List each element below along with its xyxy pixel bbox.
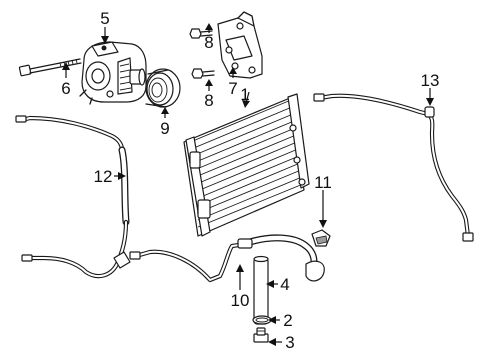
- part-1-condenser: [183, 93, 310, 237]
- callout-5: 5: [100, 9, 109, 28]
- callout-13: 13: [421, 71, 440, 90]
- callout-arrows: [62, 23, 434, 346]
- part-13-line: [313, 93, 474, 242]
- callout-7: 7: [228, 79, 237, 98]
- callout-10: 10: [231, 291, 250, 310]
- callout-9: 9: [160, 119, 169, 138]
- callout-3: 3: [285, 333, 294, 352]
- callout-1: 1: [240, 85, 249, 104]
- callout-8-upper: 8: [204, 33, 213, 52]
- part-7-bracket: [217, 11, 263, 79]
- part-6-bolt: [18, 58, 82, 77]
- part-10-line: [129, 234, 325, 283]
- callout-6: 6: [61, 79, 70, 98]
- part-12-hose-line: [15, 115, 131, 279]
- part-8-bolts: [189, 28, 215, 79]
- callout-11: 11: [314, 173, 332, 192]
- part-4-drier: [253, 255, 269, 325]
- part-9-clutch: [145, 68, 181, 108]
- callout-8-lower: 8: [204, 91, 213, 110]
- callout-12: 12: [94, 167, 113, 186]
- callout-2: 2: [283, 311, 292, 330]
- part-11-pressure-switch: [311, 229, 331, 247]
- part-3-plug: [253, 327, 269, 343]
- callout-4: 4: [280, 275, 289, 294]
- part-5-compressor: [79, 41, 147, 105]
